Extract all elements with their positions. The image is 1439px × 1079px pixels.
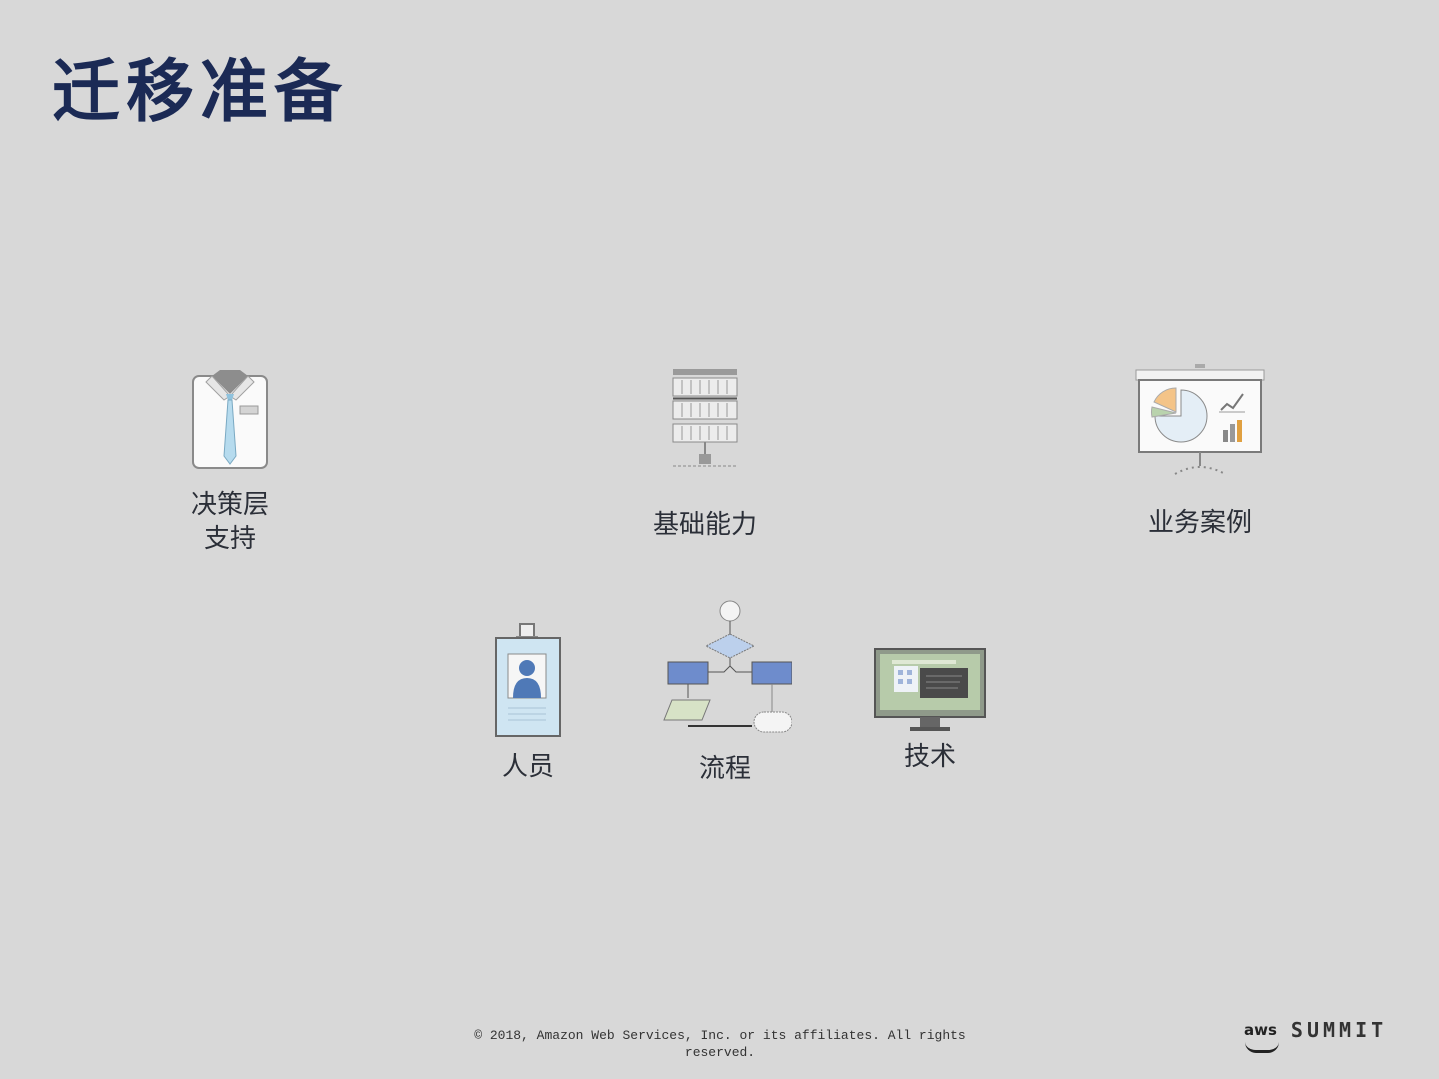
item-technology: 技术 xyxy=(872,648,988,774)
summit-logo-text: SUMMIT xyxy=(1290,1018,1388,1042)
item-label: 技术 xyxy=(903,742,956,772)
aws-summit-logo: aws SUMMIT xyxy=(1244,1018,1388,1053)
item-executive-support: 决策层 支持 xyxy=(168,368,292,556)
item-people: 人员 xyxy=(478,622,578,784)
server-rack-icon xyxy=(630,368,780,472)
aws-smile-icon xyxy=(1245,1042,1279,1053)
item-business-case: 业务案例 xyxy=(1130,362,1270,540)
monitor-icon xyxy=(872,648,988,734)
item-label: 业务案例 xyxy=(1147,508,1252,538)
flowchart-icon xyxy=(658,600,792,736)
presentation-board-icon xyxy=(1130,362,1270,478)
item-label: 人员 xyxy=(501,752,554,782)
shirt-tie-icon xyxy=(168,368,292,470)
copyright-footer: © 2018, Amazon Web Services, Inc. or its… xyxy=(470,1027,970,1061)
item-label: 流程 xyxy=(698,754,751,784)
item-label: 基础能力 xyxy=(652,510,757,540)
item-label: 决策层 支持 xyxy=(190,490,269,554)
item-process: 流程 xyxy=(658,600,792,786)
copyright-line-2: reserved. xyxy=(684,1045,756,1060)
id-badge-icon xyxy=(478,622,578,738)
aws-logo-text: aws xyxy=(1244,1023,1279,1053)
copyright-line-1: © 2018, Amazon Web Services, Inc. or its… xyxy=(474,1028,966,1043)
item-foundational-capability: 基础能力 xyxy=(630,368,780,542)
slide-title: 迁移准备 xyxy=(52,52,349,132)
